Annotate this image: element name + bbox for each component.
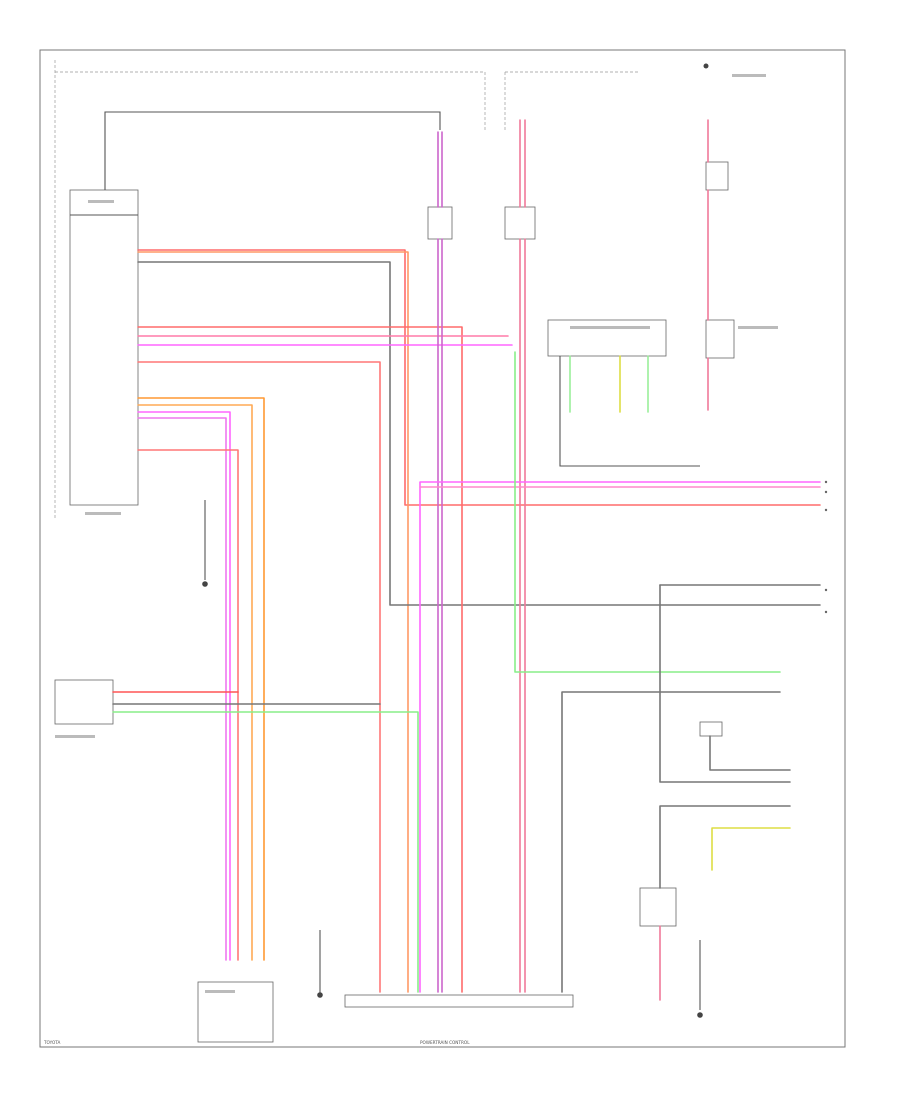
meter-name-block xyxy=(205,990,235,993)
footer-center-label: POWERTRAIN CONTROL xyxy=(420,1040,470,1045)
shift-lock-ecu-box xyxy=(639,887,677,927)
engine-ecu-box xyxy=(69,189,139,506)
output-marker-1 xyxy=(824,480,828,484)
wire-red-12 xyxy=(137,449,239,961)
footer-left-label: TOYOTA xyxy=(43,1040,60,1045)
wire-orange-2 xyxy=(137,251,409,993)
output-marker-4 xyxy=(824,588,828,592)
cruise-control-switch-box xyxy=(547,319,667,357)
brake-switch-name-block xyxy=(732,74,766,77)
wire-orange-9 xyxy=(137,404,253,961)
ground-icon-2 xyxy=(317,992,323,998)
ground-icon-4 xyxy=(703,63,709,69)
ecu-name-block xyxy=(85,512,121,515)
wire-gray-28 xyxy=(561,691,781,993)
wire-magenta-17 xyxy=(419,481,821,993)
transmission-range-switch-box xyxy=(54,679,114,725)
wire-red-1 xyxy=(137,249,821,506)
relay-right xyxy=(504,206,536,240)
ecu-power-wire xyxy=(104,111,441,190)
cruise-switch-ground xyxy=(559,356,700,467)
brake-lamp-switch-box xyxy=(705,161,729,191)
wire-green-19 xyxy=(112,711,419,993)
wire-magenta-11 xyxy=(137,417,227,961)
output-marker-2 xyxy=(824,490,828,494)
wire-red-4 xyxy=(137,326,463,993)
overdrive-switch-box xyxy=(699,721,723,737)
output-marker-3 xyxy=(824,508,828,512)
wire-yellow-27 xyxy=(711,827,791,871)
wire-orange-8 xyxy=(137,397,265,961)
ground-icon-1 xyxy=(202,581,208,587)
wire-gray-29 xyxy=(659,805,791,889)
output-arrows xyxy=(824,480,828,614)
junction-connector-box xyxy=(344,994,574,1008)
illegible-annotations xyxy=(55,74,778,993)
wire-magenta-10 xyxy=(137,411,231,961)
ground-icon-3 xyxy=(697,1012,703,1018)
relay-left xyxy=(427,206,453,240)
wire-gray-30 xyxy=(659,584,791,783)
wire-gray-33 xyxy=(709,735,791,771)
hot-in-run-bus xyxy=(504,71,640,130)
output-marker-5 xyxy=(824,610,828,614)
hot-at-all-times-bus xyxy=(54,60,486,520)
cruise-name-block xyxy=(570,326,650,329)
diagram-frame xyxy=(39,49,846,1048)
stop-lamp-relay-box xyxy=(705,319,735,359)
range-switch-name-block xyxy=(55,735,95,738)
ecu-label-block xyxy=(88,200,114,203)
wire-red-7 xyxy=(137,361,381,993)
wire-gray-3 xyxy=(137,261,821,606)
wire-green-20 xyxy=(514,351,781,673)
stop-relay-name-block xyxy=(738,326,778,329)
